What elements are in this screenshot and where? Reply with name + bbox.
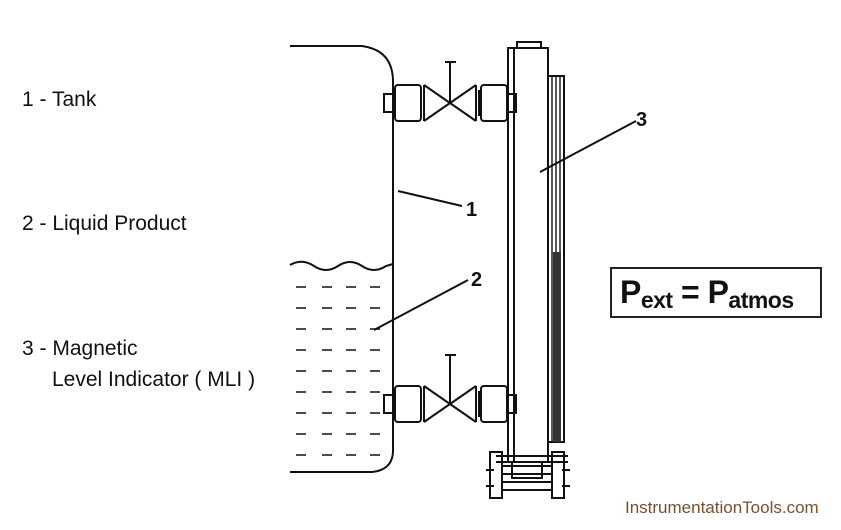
leader-line-tank — [397, 190, 463, 207]
legend-item-mli-line1: 3 - Magnetic — [22, 337, 138, 360]
formula-rhs-subscript: atmos — [728, 287, 794, 313]
upper-valve — [383, 61, 517, 122]
site-credit: InstrumentationTools.com — [625, 498, 819, 517]
legend-item-liquid-product: 2 - Liquid Product — [22, 212, 187, 235]
leader-line-mli — [539, 120, 637, 173]
callout-mli: 3 — [636, 109, 647, 131]
formula-lhs-subscript: ext — [640, 287, 673, 313]
tank-outline — [290, 45, 394, 473]
formula-lhs: P — [620, 274, 641, 310]
leader-line-liquid — [373, 279, 469, 331]
formula-rhs: P — [707, 274, 729, 310]
legend-item-tank: 1 - Tank — [22, 88, 97, 111]
pressure-formula: Pext = Patmos — [610, 267, 822, 318]
legend-item-mli-line2: Level Indicator ( MLI ) — [52, 368, 256, 391]
mli-chamber — [486, 41, 570, 499]
callout-tank: 1 — [466, 199, 477, 221]
liquid-dashes — [296, 286, 380, 456]
callout-liquid: 2 — [471, 269, 482, 291]
lower-valve — [383, 354, 517, 423]
formula-equals: = — [672, 274, 708, 310]
liquid-surface — [289, 260, 394, 271]
